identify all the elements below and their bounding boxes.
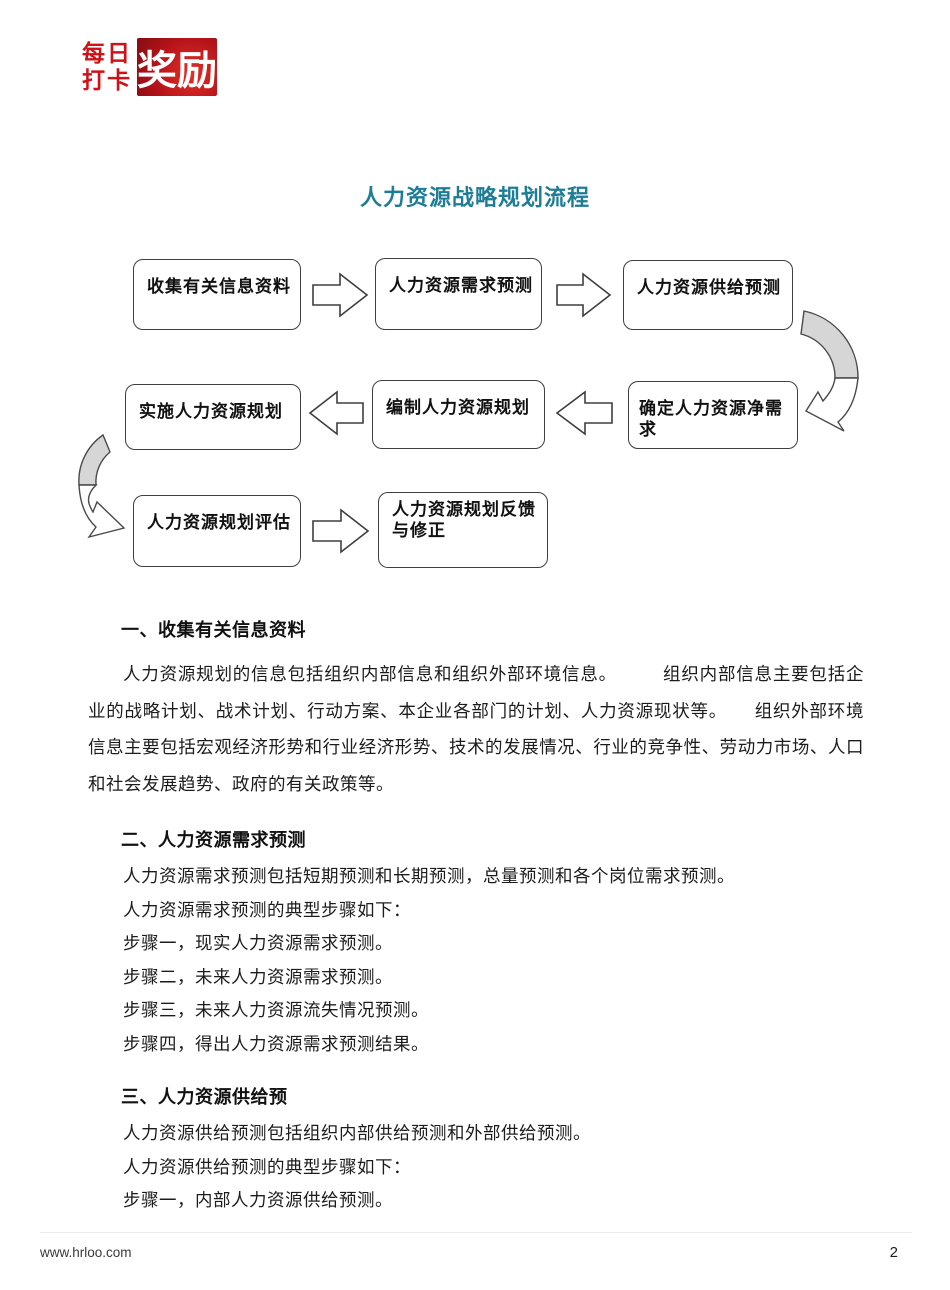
flow-arrow-left-icon [308, 390, 364, 436]
section-3-line: 人力资源供给预测的典型步骤如下： [123, 1156, 411, 1177]
curved-arrow-right-icon [800, 310, 859, 379]
flow-box-implement-plan: 实施人力资源规划 [125, 384, 301, 450]
spacer [88, 802, 864, 828]
section-2-line: 步骤四，得出人力资源需求预测结果。 [123, 1033, 429, 1054]
flow-box-collect-info: 收集有关信息资料 [133, 259, 301, 330]
footer-url: www.hrloo.com [40, 1245, 132, 1260]
section-heading-1: 一、收集有关信息资料 [121, 620, 306, 640]
flow-box-supply-forecast: 人力资源供给预测 [623, 260, 793, 330]
flow-box-demand-forecast: 人力资源需求预测 [375, 258, 542, 330]
section-2-line: 步骤二，未来人力资源需求预测。 [123, 966, 393, 987]
section-heading-3: 三、人力资源供给预 [121, 1087, 288, 1107]
section-1-paragraph: 人力资源规划的信息包括组织内部信息和组织外部环境信息。 组织内部信息主要包括企业… [88, 664, 864, 794]
flow-box-feedback-correction: 人力资源规划反馈与修正 [378, 492, 548, 568]
logo-text-line2: 打卡 [82, 67, 132, 93]
curved-arrow-left-icon [78, 484, 126, 539]
document-body: 一、收集有关信息资料 人力资源规划的信息包括组织内部信息和组织外部环境信息。 组… [88, 618, 864, 1224]
flow-box-compile-plan: 编制人力资源规划 [372, 380, 545, 449]
page-footer: www.hrloo.com 2 [40, 1232, 912, 1261]
section-2-line: 步骤一，现实人力资源需求预测。 [123, 933, 393, 953]
section-2-line: 人力资源需求预测的典型步骤如下： [123, 899, 411, 920]
flowchart-arrows [78, 272, 859, 554]
flowchart: 收集有关信息资料 人力资源需求预测 人力资源供给预测 实施人力资源规划 编制人力… [0, 250, 950, 590]
section-3-line: 步骤一，内部人力资源供给预测。 [123, 1190, 393, 1210]
page-title: 人力资源战略规划流程 [359, 185, 590, 210]
flow-box-net-demand: 确定人力资源净需求 [628, 381, 798, 449]
section-2-line: 人力资源需求预测包括短期预测和长期预测，总量预测和各个岗位需求预测。 [123, 866, 735, 886]
flow-arrow-left-icon [555, 390, 613, 436]
curved-arrow-left-icon [78, 433, 111, 486]
flow-arrow-right-icon [312, 272, 369, 318]
flow-arrow-right-icon [312, 508, 370, 554]
flow-box-plan-evaluation: 人力资源规划评估 [133, 495, 301, 567]
curved-arrow-right-icon [805, 377, 859, 432]
logo-text: 每日 打卡 [82, 38, 137, 96]
flow-arrow-right-icon [556, 272, 612, 318]
page-number: 2 [889, 1244, 898, 1261]
logo-badge: 奖励 [137, 38, 217, 96]
section-2-line: 步骤三，未来人力资源流失情况预测。 [123, 1000, 429, 1020]
site-logo: 每日 打卡 奖励 [82, 38, 217, 96]
logo-text-line1: 每日 [82, 40, 132, 66]
spacer [88, 1067, 864, 1085]
section-heading-2: 二、人力资源需求预测 [121, 830, 306, 850]
section-3-line: 人力资源供给预测包括组织内部供给预测和外部供给预测。 [123, 1123, 591, 1143]
